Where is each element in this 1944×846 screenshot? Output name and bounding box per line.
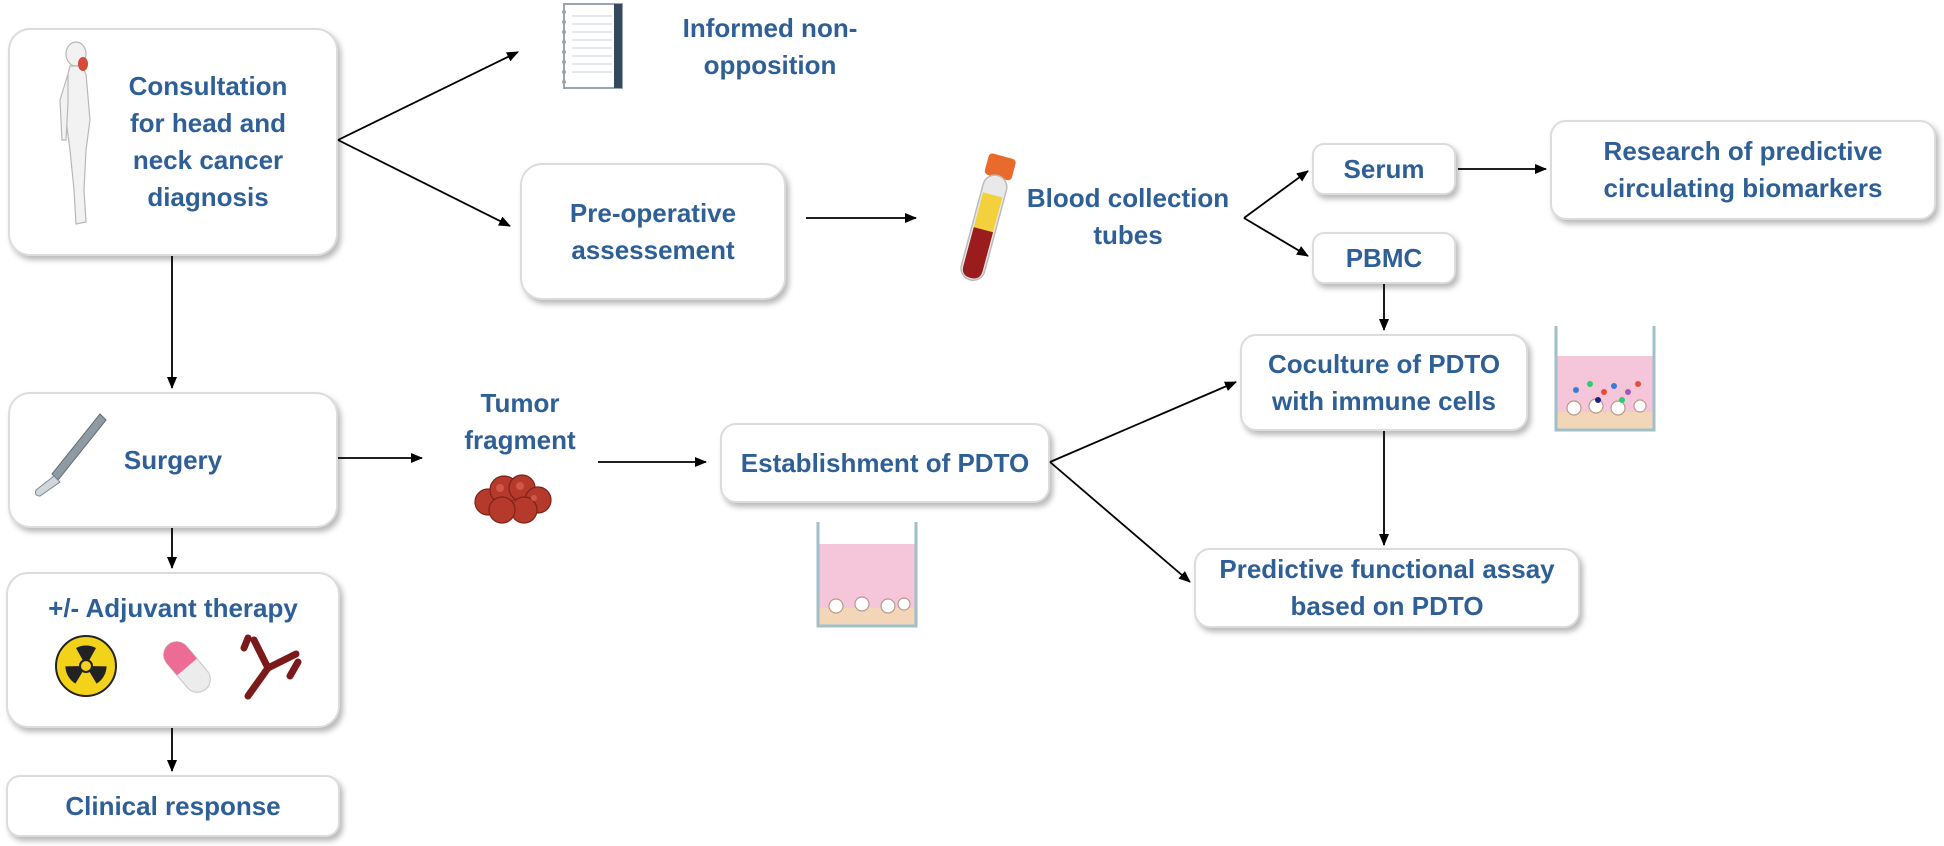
serum-box: Serum [1312, 143, 1456, 195]
coculture-box: Coculture of PDTO with immune cells [1240, 334, 1528, 431]
surgery-box: Surgery [8, 392, 338, 528]
antibody-icon [240, 634, 302, 700]
clinical-label: Clinical response [65, 790, 281, 821]
culture-well-icon [816, 522, 918, 628]
consultation-label: Consultation for head and neck cancer di… [128, 71, 288, 212]
arrow-establishment-coculture [1049, 381, 1237, 463]
tumor-label: Tumor fragment [464, 388, 576, 455]
scalpel-icon [35, 413, 107, 497]
arrow-blood-serum [1243, 170, 1309, 219]
pbmc-label: PBMC [1345, 242, 1423, 273]
human-figure-icon [59, 41, 91, 225]
predictive-label: Predictive functional assay based on PDT… [1219, 554, 1555, 621]
coculture-label: Coculture of PDTO with immune cells [1267, 348, 1501, 416]
culture-well-icon [1554, 326, 1656, 432]
serum-label: Serum [1343, 153, 1425, 184]
research-label: Research of predictive circulating bioma… [1603, 136, 1883, 203]
establishment-box: Establishment of PDTO [720, 423, 1050, 503]
surgery-label: Surgery [123, 444, 223, 475]
clinical-box: Clinical response [6, 775, 340, 837]
establishment-label: Establishment of PDTO [740, 447, 1030, 478]
preop-box: Pre-operative assessement [520, 163, 786, 300]
informed-label: Informed non- opposition [682, 13, 858, 80]
blood-label: Blood collection tubes [1026, 183, 1230, 250]
arrow-consult-preop [337, 139, 511, 227]
consultation-box: Consultation for head and neck cancer di… [8, 28, 338, 256]
notebook-icon [562, 3, 623, 89]
predictive-box: Predictive functional assay based on PDT… [1194, 548, 1580, 628]
adjuvant-label: +/- Adjuvant therapy [48, 593, 298, 623]
arrow-consult-informed [337, 51, 519, 141]
arrow-blood-pbmc [1243, 217, 1309, 257]
preop-label: Pre-operative assessement [569, 197, 737, 265]
radiation-icon [55, 635, 117, 697]
arrow-establishment-predictive [1049, 461, 1191, 583]
blood-tube-icon [960, 153, 1016, 282]
research-box: Research of predictive circulating bioma… [1550, 120, 1936, 220]
pbmc-box: PBMC [1312, 232, 1456, 284]
pill-capsule-icon [163, 641, 211, 693]
tumor-fragment-icon [474, 474, 552, 524]
